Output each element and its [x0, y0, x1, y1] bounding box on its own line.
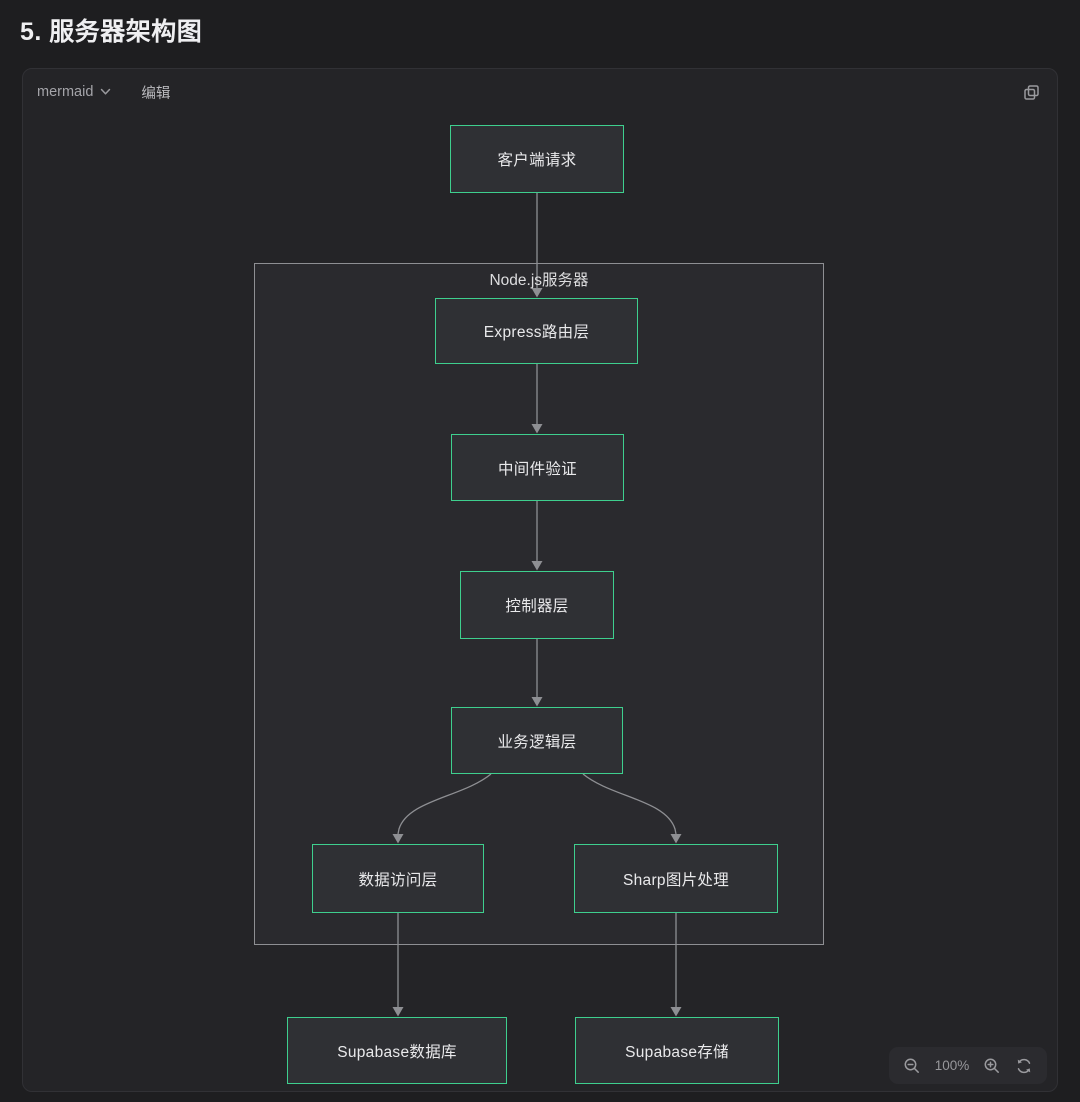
edit-button[interactable]: 编辑 — [141, 82, 170, 103]
page-title: 5. 服务器架构图 — [20, 18, 203, 46]
zoom-out-icon — [904, 1058, 919, 1073]
node-client-label: 客户端请求 — [497, 152, 577, 169]
reset-icon — [1017, 1058, 1031, 1073]
copy-icon — [1023, 84, 1039, 100]
node-express: Express路由层 — [435, 298, 638, 364]
node-supabase-db: Supabase数据库 — [287, 1017, 507, 1084]
node-data-access: 数据访问层 — [312, 844, 484, 913]
node-business-label: 业务逻辑层 — [497, 733, 577, 751]
zoom-controls: 100% — [889, 1047, 1047, 1084]
language-selector-label: mermaid — [37, 84, 94, 100]
language-selector[interactable]: mermaid — [37, 84, 111, 100]
code-block-toolbar: mermaid 编辑 — [23, 69, 1057, 115]
copy-button[interactable] — [1019, 80, 1043, 104]
flowchart-canvas[interactable]: Node.js服务器 — [23, 69, 1057, 1091]
node-sharp: Sharp图片处理 — [574, 844, 778, 913]
zoom-level: 100% — [934, 1058, 970, 1073]
reset-zoom-button[interactable] — [1015, 1057, 1033, 1075]
mermaid-code-block: mermaid 编辑 Node.js服务器 — [22, 68, 1058, 1092]
node-controller-label: 控制器层 — [505, 598, 569, 615]
node-business: 业务逻辑层 — [451, 707, 623, 774]
node-supabase-storage: Supabase存储 — [575, 1017, 779, 1084]
node-express-label: Express路由层 — [483, 324, 590, 341]
zoom-in-button[interactable] — [983, 1057, 1001, 1075]
node-middleware: 中间件验证 — [451, 434, 624, 501]
node-data-access-label: 数据访问层 — [358, 871, 438, 889]
node-controller: 控制器层 — [460, 571, 614, 639]
node-sharp-label: Sharp图片处理 — [622, 871, 730, 889]
node-supabase-db-label: Supabase数据库 — [337, 1043, 457, 1061]
zoom-out-button[interactable] — [903, 1057, 921, 1075]
node-supabase-storage-label: Supabase存储 — [625, 1043, 729, 1061]
chevron-down-icon — [101, 88, 111, 95]
zoom-in-icon — [984, 1058, 1000, 1073]
node-middleware-label: 中间件验证 — [497, 460, 577, 478]
node-client: 客户端请求 — [450, 125, 624, 193]
flowchart-edges — [392, 193, 682, 1017]
